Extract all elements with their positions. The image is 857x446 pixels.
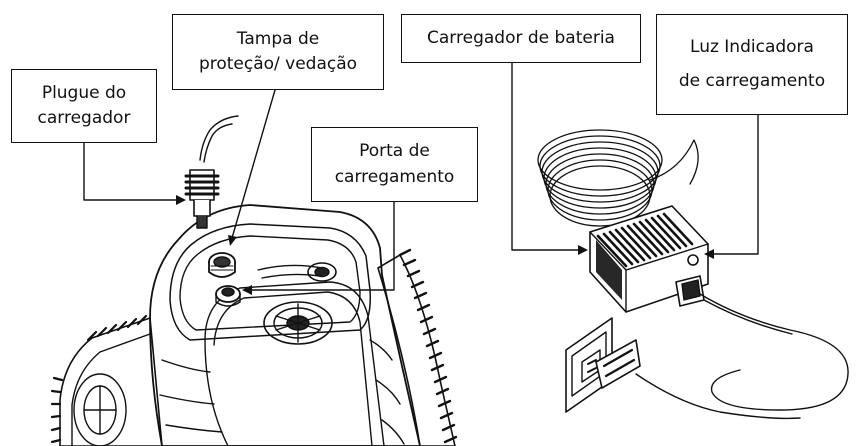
label-charging-indicator: Luz Indicadora de carregamento	[656, 14, 848, 115]
coiled-cable	[537, 129, 699, 227]
label-charging-port: Porta de carregamento	[311, 127, 478, 202]
robot-cleaner	[50, 204, 458, 446]
robot-top-rim	[169, 223, 372, 341]
side-button	[307, 262, 337, 282]
label-charging-port-line2: carregamento	[334, 166, 455, 187]
label-charging-indicator-line2: de carregamento	[678, 70, 826, 91]
label-charger-plug-line1: Plugue do	[41, 82, 127, 103]
label-protective-cap-line1: Tampa de	[236, 28, 320, 49]
battery-charger	[537, 129, 849, 420]
charging-port	[215, 285, 241, 307]
label-charging-port-line1: Porta de	[359, 141, 430, 161]
wall-outlet	[565, 317, 641, 413]
label-charging-indicator-line1: Luz Indicadora	[690, 37, 814, 58]
label-charger-plug: Plugue do carregador	[11, 69, 157, 143]
label-battery-charger: Carregador de bateria	[401, 14, 641, 63]
charging-led	[687, 254, 699, 266]
charger-plug	[184, 115, 239, 229]
robot-body	[149, 204, 421, 446]
robot-top-panel	[204, 281, 385, 446]
label-protective-cap-line2: proteção/ vedação	[198, 54, 358, 74]
left-track	[50, 314, 163, 446]
center-emblem	[263, 301, 333, 345]
label-protective-cap: Tampa de proteção/ vedação	[172, 14, 384, 90]
label-charger-plug-line2: carregador	[37, 108, 131, 128]
leader-lines	[83, 62, 759, 295]
protective-cap	[208, 252, 236, 278]
label-battery-charger-line1: Carregador de bateria	[427, 27, 615, 48]
right-track	[377, 248, 458, 446]
